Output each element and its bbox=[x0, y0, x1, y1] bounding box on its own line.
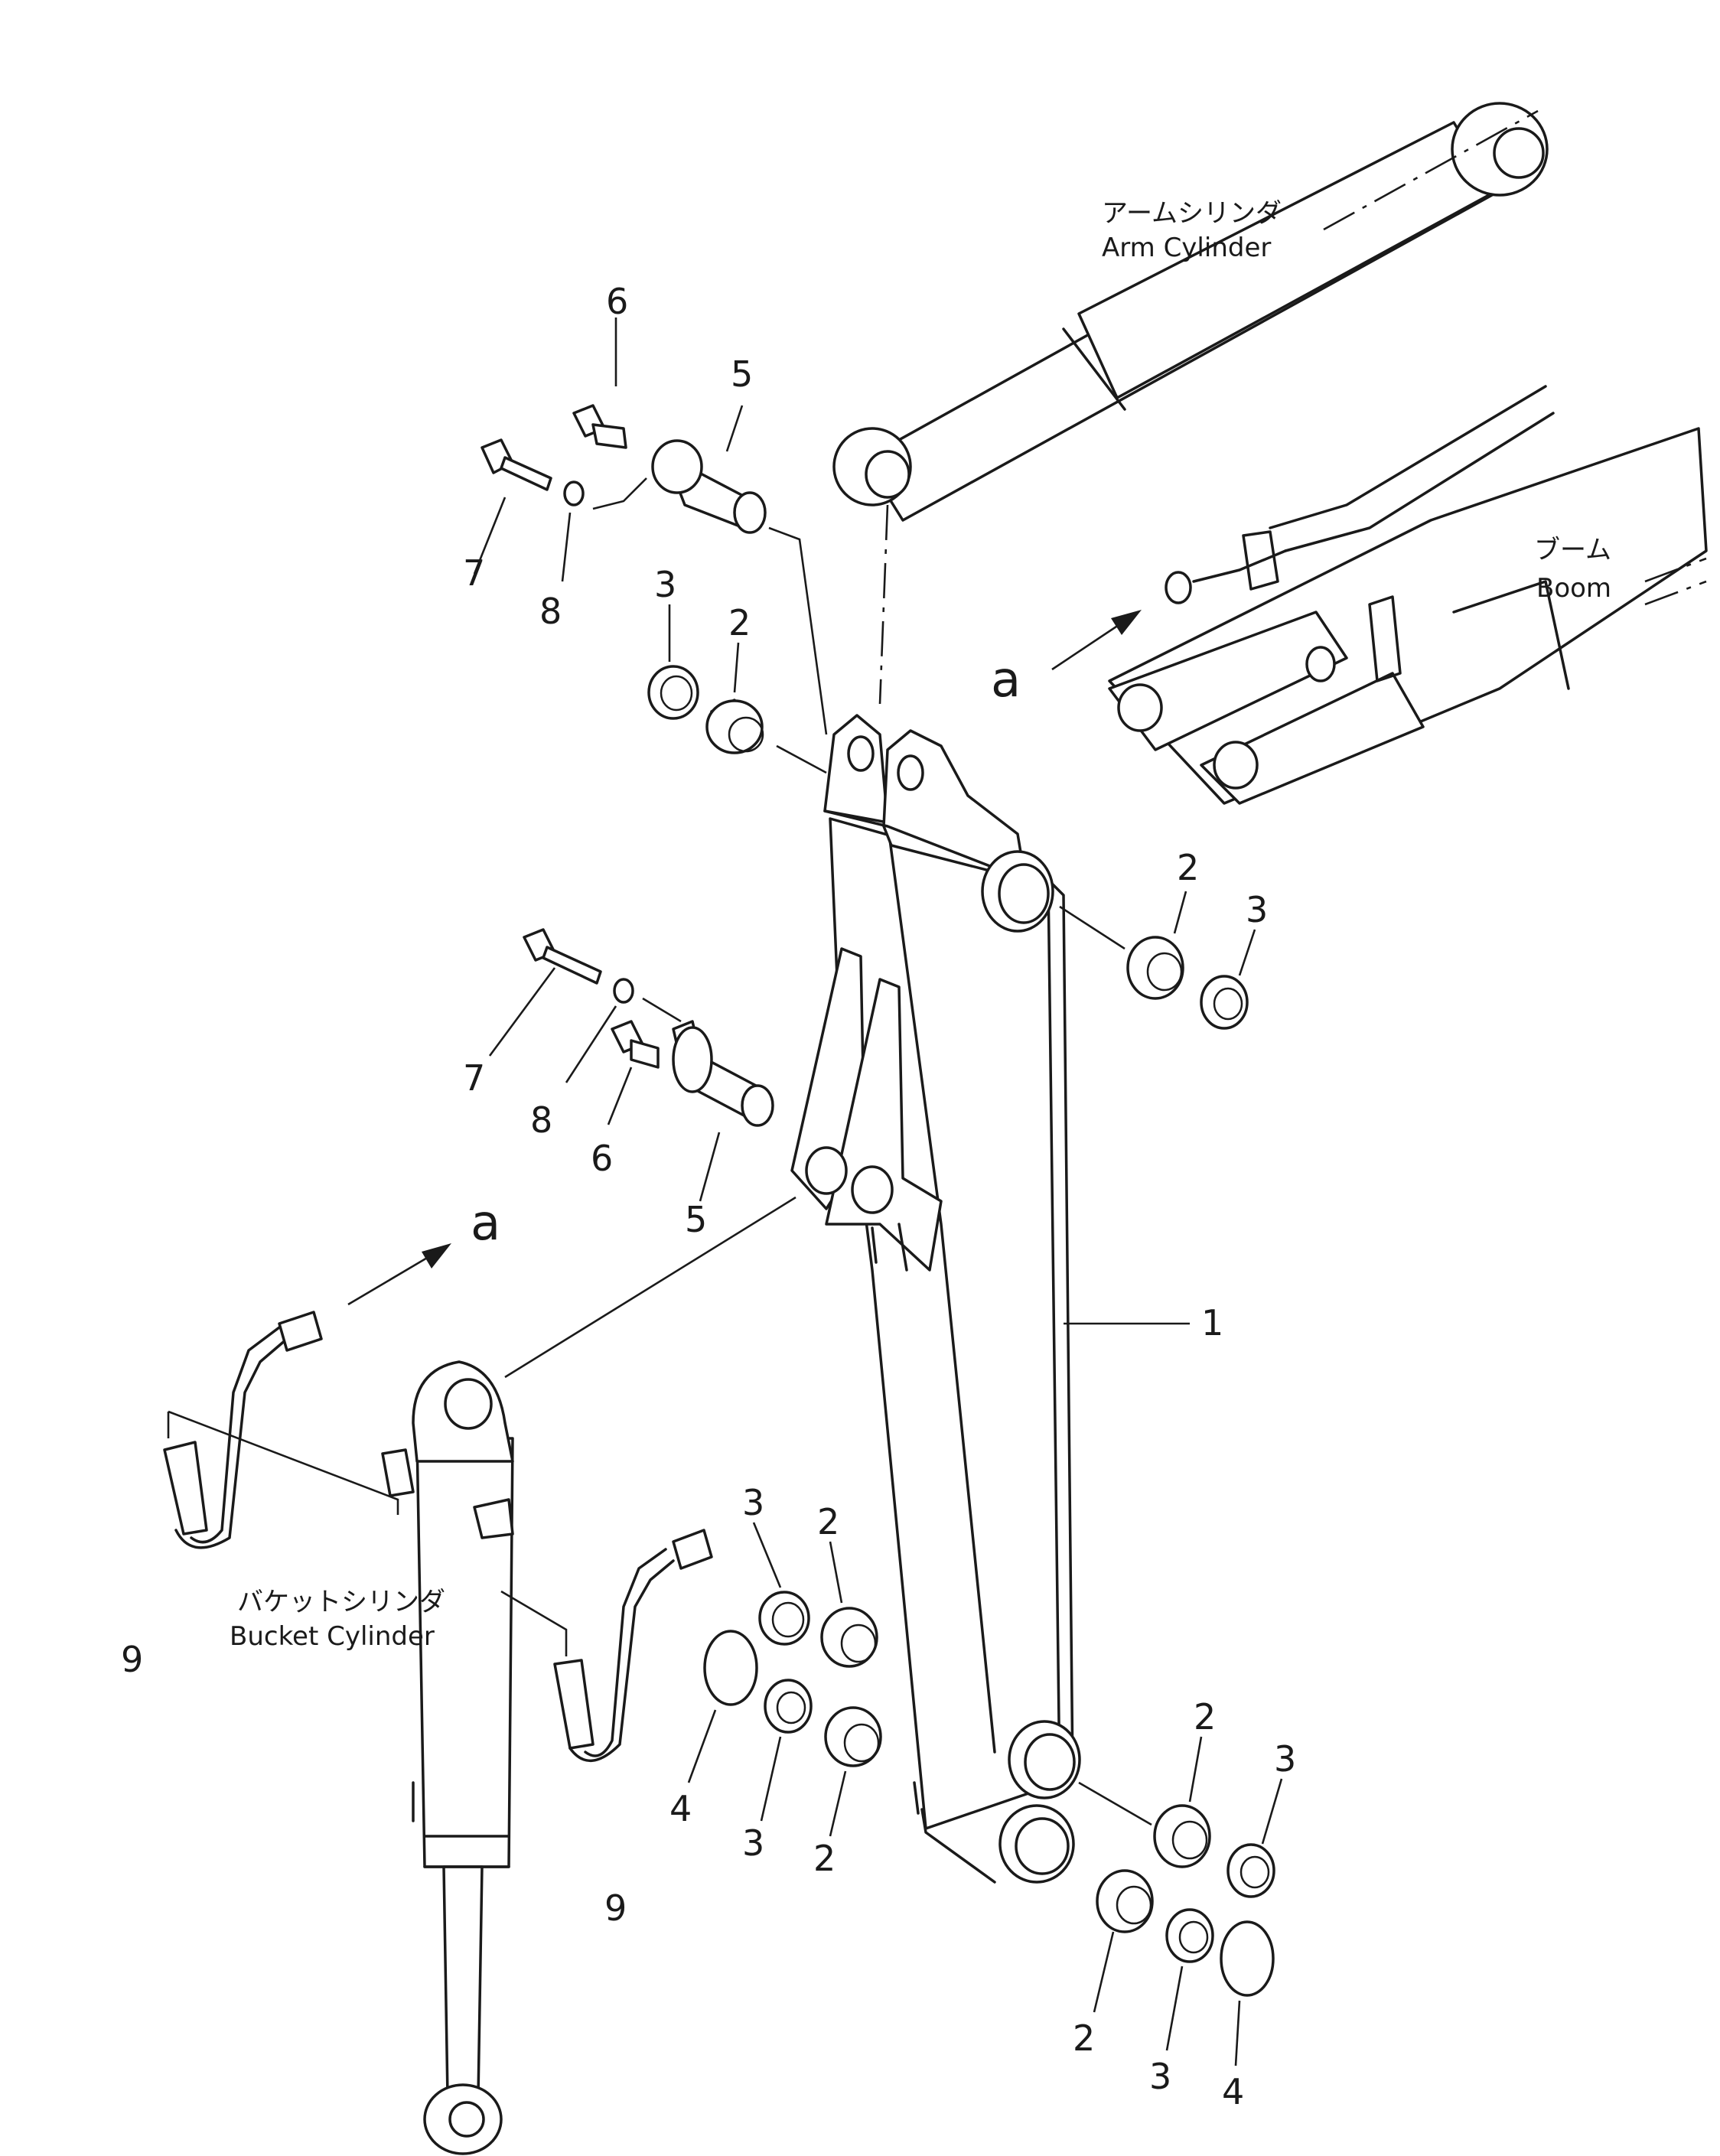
bushing-lower-right-1 bbox=[1078, 1736, 1211, 1868]
callout-6-upper: 6 bbox=[606, 281, 628, 322]
washer-upper bbox=[561, 477, 647, 582]
callout-3-right-upper: 3 bbox=[1246, 889, 1268, 930]
view-arrow-lower bbox=[347, 1243, 451, 1306]
bucket-cylinder-label-jp: バケットシリンダ bbox=[237, 1587, 445, 1617]
callout-3-upper: 3 bbox=[654, 564, 676, 605]
callout-5-upper: 5 bbox=[731, 353, 753, 395]
hose-right bbox=[500, 1529, 713, 1762]
view-arrow-upper bbox=[1051, 610, 1142, 671]
bucket-cylinder bbox=[381, 1196, 796, 2155]
callout-2-lower-right-2: 2 bbox=[1073, 2018, 1095, 2059]
pin-middle bbox=[672, 1020, 774, 1202]
arm-body bbox=[790, 714, 1081, 1884]
seal-right-upper bbox=[1200, 929, 1256, 1030]
callout-5-middle: 5 bbox=[685, 1199, 707, 1240]
callout-3-lower-left-1: 3 bbox=[742, 1482, 764, 1523]
bushing-lower-right-2 bbox=[1093, 1869, 1154, 2013]
callout-2-lower-left-1: 2 bbox=[817, 1501, 839, 1542]
boom-label-en: Boom bbox=[1536, 573, 1611, 604]
callout-1-arm: 1 bbox=[1201, 1302, 1223, 1343]
pin-upper bbox=[651, 405, 828, 735]
bushing-lower-left-1 bbox=[820, 1541, 878, 1668]
o-ring-lower-right bbox=[1220, 1920, 1275, 2066]
callout-7-upper: 7 bbox=[463, 552, 485, 594]
bolt-upper bbox=[473, 438, 552, 575]
bucket-cylinder-label-en: Bucket Cylinder bbox=[230, 1621, 435, 1652]
callout-6-middle: 6 bbox=[591, 1138, 613, 1179]
bolt-middle bbox=[488, 928, 602, 1057]
callout-9-right: 9 bbox=[604, 1887, 627, 1929]
boom bbox=[1108, 385, 1708, 805]
callout-3-lower-right-1: 3 bbox=[1274, 1738, 1296, 1780]
callout-8-middle: 8 bbox=[530, 1099, 552, 1141]
callout-3-lower-left-2: 3 bbox=[742, 1822, 764, 1864]
callout-2-lower-left-2: 2 bbox=[813, 1838, 836, 1879]
bushing-upper bbox=[705, 642, 827, 774]
seal-upper bbox=[647, 604, 699, 720]
arm-cylinder-label-en: Arm Cylinder bbox=[1102, 233, 1271, 263]
bushing-lower-left-2 bbox=[824, 1706, 882, 1837]
view-marker-lower: a bbox=[471, 1195, 500, 1252]
callout-8-upper: 8 bbox=[539, 591, 562, 632]
callout-2-upper: 2 bbox=[728, 602, 751, 643]
grease-fitting-middle bbox=[607, 1020, 660, 1125]
seal-lower-left-1 bbox=[752, 1522, 810, 1646]
arm-cylinder-label-jp: アームシリンダ bbox=[1102, 198, 1282, 229]
boom-label-jp: ブーム bbox=[1534, 535, 1611, 565]
view-marker-upper: a bbox=[991, 652, 1021, 708]
callout-7-middle: 7 bbox=[463, 1057, 485, 1099]
arm-cylinder bbox=[832, 102, 1549, 705]
hose-left bbox=[163, 1311, 399, 1549]
grease-fitting-upper bbox=[572, 318, 627, 449]
callout-3-lower-right-2: 3 bbox=[1149, 2056, 1171, 2097]
seal-lower-right-2 bbox=[1165, 1908, 1214, 2051]
bushing-right-upper bbox=[1059, 891, 1187, 1000]
washer-middle bbox=[565, 978, 682, 1083]
seal-lower-left-2 bbox=[760, 1679, 813, 1822]
o-ring-lower-left bbox=[687, 1630, 758, 1783]
callout-9-left: 9 bbox=[121, 1639, 143, 1680]
callout-2-right-upper: 2 bbox=[1177, 847, 1199, 888]
seal-lower-right-1 bbox=[1226, 1778, 1283, 1898]
callout-2-lower-right-1: 2 bbox=[1194, 1696, 1216, 1738]
callout-4-lower-left: 4 bbox=[669, 1788, 692, 1829]
callout-4-lower-right: 4 bbox=[1222, 2071, 1244, 2112]
